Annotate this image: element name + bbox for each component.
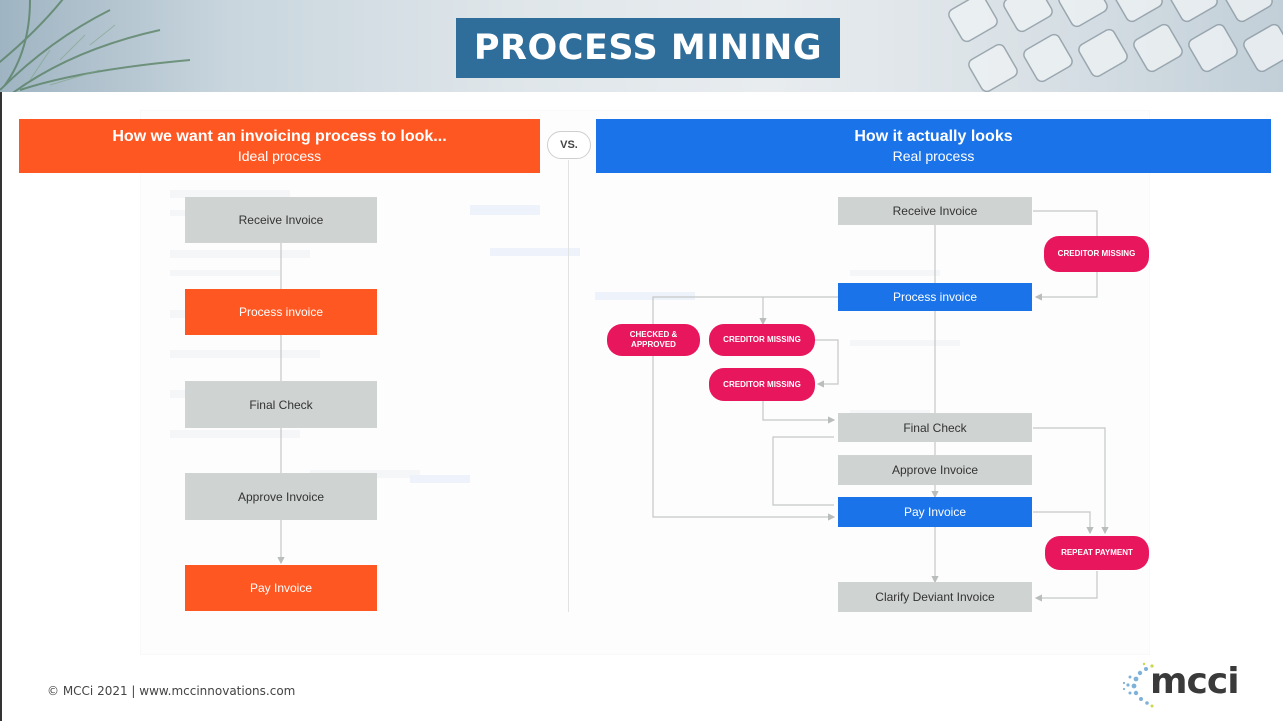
real-step-final-check: Final Check [838, 413, 1032, 442]
mcci-logo-dots-icon [1122, 662, 1154, 708]
real-process-header: How it actually looks Real process [596, 119, 1271, 173]
plant-leaves-decoration [0, 0, 191, 92]
real-step-clarify-deviant-invoice: Clarify Deviant Invoice [838, 582, 1032, 612]
checked-approved-line2: APPROVED [631, 340, 676, 349]
real-step-approve-invoice: Approve Invoice [838, 455, 1032, 485]
ideal-step-receive-invoice: Receive Invoice [185, 197, 377, 243]
page-title: PROCESS MINING [473, 28, 823, 68]
vs-badge: VS. [547, 131, 591, 159]
real-header-subtitle: Real process [892, 148, 975, 164]
mcci-logo-text: mcci [1150, 661, 1240, 702]
exception-creditor-missing-3: CREDITOR MISSING [709, 368, 815, 401]
column-divider [568, 160, 569, 612]
ideal-step-pay-invoice: Pay Invoice [185, 565, 377, 611]
ideal-header-title: How we want an invoicing process to look… [112, 128, 447, 145]
exception-creditor-missing-1: CREDITOR MISSING [1044, 236, 1149, 272]
checked-approved-line1: CHECKED & [629, 330, 678, 339]
exception-repeat-payment: REPEAT PAYMENT [1045, 536, 1149, 570]
slide-left-border [0, 92, 2, 721]
ideal-header-subtitle: Ideal process [237, 148, 322, 164]
real-step-receive-invoice: Receive Invoice [838, 197, 1032, 225]
exception-checked-approved: CHECKED & APPROVED [607, 324, 700, 356]
real-step-pay-invoice: Pay Invoice [838, 497, 1032, 527]
real-step-process-invoice: Process invoice [838, 283, 1032, 311]
header-banner: PROCESS MINING [0, 0, 1283, 92]
keyboard-decoration [948, 0, 1283, 92]
ideal-process-header: How we want an invoicing process to look… [19, 119, 540, 173]
ideal-step-final-check: Final Check [185, 381, 377, 428]
ideal-step-process-invoice: Process invoice [185, 289, 377, 335]
real-header-title: How it actually looks [854, 128, 1013, 145]
ideal-step-approve-invoice: Approve Invoice [185, 473, 377, 520]
footer-copyright: © MCCi 2021 | www.mccinnovations.com [47, 684, 296, 698]
exception-creditor-missing-2: CREDITOR MISSING [709, 324, 815, 356]
title-box: PROCESS MINING [456, 18, 840, 78]
